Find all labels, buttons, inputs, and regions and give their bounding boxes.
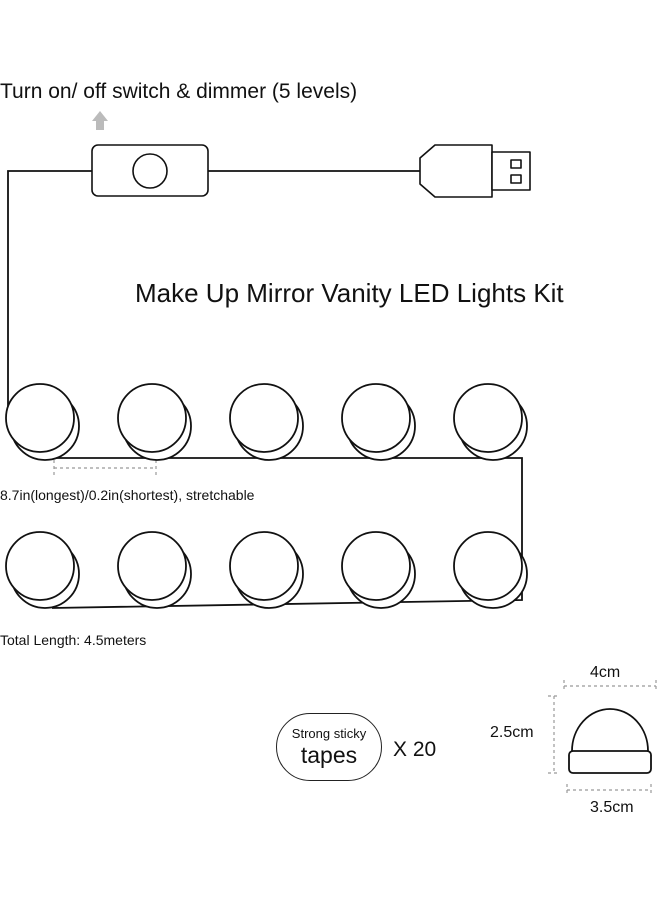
tape-badge-line1: Strong sticky bbox=[291, 726, 367, 741]
led-bulb-icon bbox=[5, 531, 80, 609]
kit-title: Make Up Mirror Vanity LED Lights Kit bbox=[135, 278, 564, 308]
sticky-tape-badge: Strong sticky tapes bbox=[276, 713, 382, 781]
up-arrow-icon bbox=[92, 111, 108, 130]
bulb-detail-icon bbox=[568, 708, 652, 774]
spacing-label: 8.7in(longest)/0.2in(shortest), stretcha… bbox=[0, 487, 255, 503]
led-bulb-icon bbox=[453, 531, 528, 609]
switch-button-icon bbox=[132, 153, 168, 189]
led-bulb-icon bbox=[229, 383, 304, 461]
dimmer-switch bbox=[91, 144, 209, 197]
tape-quantity: X 20 bbox=[393, 738, 437, 761]
led-bulb-icon bbox=[229, 531, 304, 609]
bulb-bottom-width: 3.5cm bbox=[590, 799, 634, 816]
spacing-dimension bbox=[53, 460, 157, 478]
led-bulb-icon bbox=[341, 531, 416, 609]
led-bulb-icon bbox=[117, 531, 192, 609]
led-bulb-icon bbox=[5, 383, 80, 461]
bulb-rows bbox=[5, 383, 528, 609]
led-bulb-icon bbox=[341, 383, 416, 461]
switch-label: Turn on/ off switch & dimmer (5 levels) bbox=[0, 80, 358, 103]
led-bulb-icon bbox=[453, 383, 528, 461]
bulb-height: 2.5cm bbox=[490, 724, 534, 741]
usb-plug-icon bbox=[419, 144, 531, 198]
led-bulb-icon bbox=[117, 383, 192, 461]
total-length-label: Total Length: 4.5meters bbox=[0, 632, 147, 648]
bulb-dimension-lines bbox=[548, 680, 657, 796]
bulb-top-width: 4cm bbox=[590, 664, 621, 681]
tape-badge-line2: tapes bbox=[300, 742, 358, 768]
